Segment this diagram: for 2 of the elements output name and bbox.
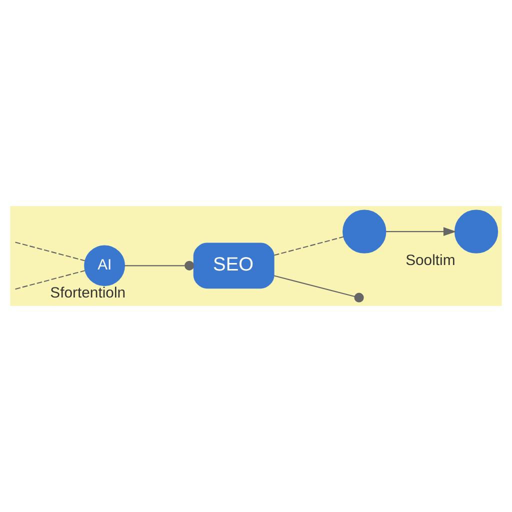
node-label: Sfortentioln [50, 286, 126, 302]
node-label: Sooltim [406, 252, 456, 269]
